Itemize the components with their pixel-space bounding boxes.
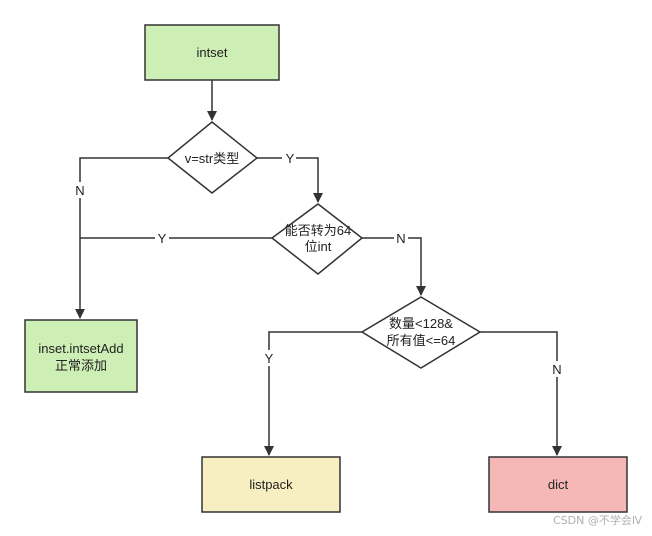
- label-int64-no: N: [396, 231, 405, 246]
- dict-box: [488, 456, 628, 513]
- edge-count-yes: [264, 331, 362, 456]
- int64-check-label-line1: 能否转为64: [285, 223, 351, 238]
- count-check-label-line1: 数量<128&: [389, 316, 453, 331]
- label-count-no: N: [552, 362, 561, 377]
- int64-check-diamond: [270, 203, 364, 275]
- intset-add-box: [24, 319, 138, 393]
- intset-box: [144, 24, 280, 81]
- label-str-no: N: [75, 183, 84, 198]
- label-str-yes: Y: [286, 151, 295, 166]
- node-dict: dict: [488, 456, 628, 513]
- label-count-yes: Y: [265, 351, 274, 366]
- node-listpack: listpack: [201, 456, 341, 513]
- dict-label: dict: [548, 477, 569, 492]
- node-int64-check: 能否转为64 位int: [270, 203, 364, 275]
- node-intset-add: inset.intsetAdd 正常添加: [24, 319, 138, 393]
- node-intset: intset: [144, 24, 280, 81]
- node-count-check: 数量<128& 所有值<=64: [360, 296, 482, 369]
- listpack-label: listpack: [249, 477, 293, 492]
- watermark: CSDN @不学会Ⅳ: [552, 514, 642, 527]
- intset-label: intset: [196, 45, 227, 60]
- edges: [75, 80, 562, 456]
- edge-strcheck-yes: [257, 157, 323, 203]
- intset-add-label-line1: inset.intsetAdd: [38, 341, 123, 356]
- edge-int64-no: [362, 237, 426, 296]
- node-str-check: v=str类型: [166, 121, 259, 194]
- label-int64-yes: Y: [158, 231, 167, 246]
- int64-check-label-line2: 位int: [305, 239, 332, 254]
- listpack-box: [201, 456, 341, 513]
- count-check-diamond: [360, 296, 482, 369]
- str-check-label: v=str类型: [185, 151, 240, 166]
- edge-count-no: [480, 331, 562, 456]
- str-check-diamond: [166, 121, 259, 194]
- count-check-label-line2: 所有值<=64: [387, 333, 456, 348]
- intset-add-label-line2: 正常添加: [55, 358, 107, 373]
- edge-strcheck-no: [75, 157, 168, 319]
- edge-labels: Y N Y N Y N: [73, 150, 564, 377]
